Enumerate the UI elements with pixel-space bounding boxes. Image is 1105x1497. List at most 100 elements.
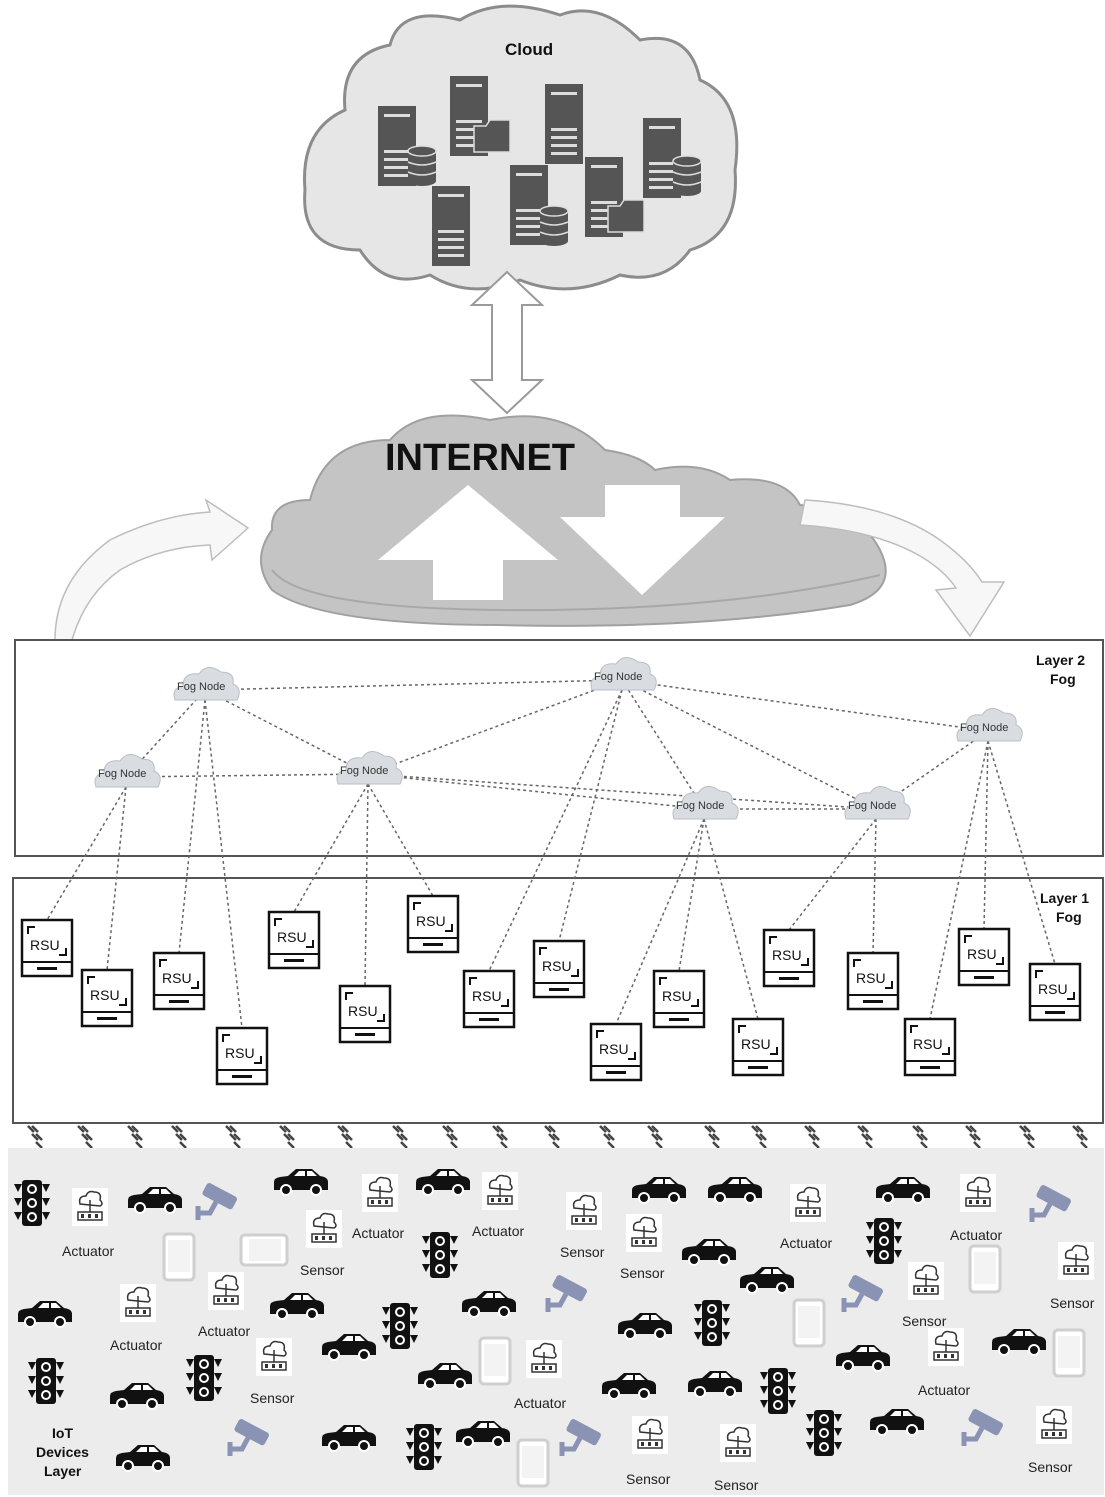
rsu-device: RSU (267, 910, 321, 970)
sensor-label: Sensor (1050, 1295, 1095, 1311)
rsu-group: RSU RSU RSU RSU RSU RSU RSU RSU RSU RSU … (20, 894, 1082, 1086)
fog-rsu-links (46, 689, 1056, 1029)
iot-layer-label-line2: Devices (36, 1444, 89, 1460)
actuator-node: Actuator (472, 1171, 524, 1239)
fog-rsu-link (293, 783, 369, 913)
fog-rsu-link (987, 740, 1056, 965)
iot-devices: Actuator Actuator Actuator Sensor Sensor… (14, 1168, 1095, 1493)
fog-node-label: Fog Node (848, 800, 896, 812)
fog-mesh-link (367, 773, 705, 810)
rsu-label: RSU (277, 929, 307, 945)
fog-node: Fog Node (590, 656, 657, 691)
iot-layer-label-line1: IoT (52, 1425, 73, 1441)
actuator-label: Actuator (198, 1323, 250, 1339)
rsu-device: RSU (462, 969, 516, 1029)
fog-rsu-link (929, 740, 989, 1020)
fog-rsu-link (983, 740, 989, 930)
rsu-label: RSU (967, 946, 997, 962)
fog-mesh-link (204, 689, 369, 775)
sensor-node: Sensor (300, 1209, 345, 1278)
actuator-node: Actuator (950, 1173, 1002, 1243)
sensor-node: Sensor (620, 1213, 665, 1281)
layer2-label-line1: Layer 2 (1036, 652, 1085, 668)
actuator-node: Actuator (198, 1271, 250, 1339)
internet-cloud: INTERNET (260, 414, 887, 627)
rsu-label: RSU (225, 1045, 255, 1061)
actuator-node: Actuator (62, 1187, 114, 1259)
fog-rsu-link (106, 786, 127, 971)
wireless-links-row (26, 1124, 1089, 1150)
rsu-device: RSU (957, 927, 1011, 987)
rsu-label: RSU (913, 1036, 943, 1052)
rsu-device: RSU (20, 918, 74, 978)
actuator-label: Actuator (62, 1243, 114, 1259)
actuator-label: Actuator (352, 1225, 404, 1241)
rsu-device: RSU (80, 968, 134, 1028)
fog-rsu-link (204, 699, 243, 1029)
rsu-label: RSU (30, 937, 60, 953)
phone-icon (968, 1244, 1002, 1294)
fog-rsu-link (872, 818, 877, 954)
actuator-node: Actuator (780, 1183, 832, 1251)
rsu-label: RSU (162, 970, 192, 986)
downlink-arrow (799, 499, 1006, 638)
rsu-label: RSU (1038, 981, 1068, 997)
rsu-device: RSU (731, 1017, 785, 1077)
fog-node-label: Fog Node (960, 722, 1008, 734)
phone-icon (516, 1438, 550, 1488)
uplink-arrow (54, 498, 250, 641)
sensor-node: Sensor (1050, 1241, 1095, 1311)
rsu-device: RSU (152, 951, 206, 1011)
fog-mesh-link (621, 679, 705, 810)
sensor-node: Sensor (626, 1415, 671, 1487)
sensor-node: Sensor (902, 1261, 947, 1329)
rsu-device: RSU (589, 1022, 643, 1082)
fog-node-label: Fog Node (594, 671, 642, 683)
rsu-label: RSU (772, 947, 802, 963)
rsu-device: RSU (846, 951, 900, 1011)
fog-rsu-link (364, 783, 369, 987)
sensor-label: Sensor (1028, 1459, 1073, 1475)
actuator-label: Actuator (110, 1337, 162, 1353)
actuator-label: Actuator (472, 1223, 524, 1239)
sensor-label: Sensor (714, 1477, 759, 1493)
sensor-node: Sensor (560, 1191, 605, 1260)
fog-mesh-link (367, 773, 877, 810)
rsu-label: RSU (542, 958, 572, 974)
fog-rsu-link (46, 786, 127, 921)
rsu-label: RSU (599, 1041, 629, 1057)
fog-node-label: Fog Node (340, 765, 388, 777)
sensor-label: Sensor (300, 1262, 345, 1278)
fog-mesh-link (875, 730, 989, 810)
rsu-label: RSU (348, 1003, 378, 1019)
iot-layer-label-line3: Layer (44, 1463, 82, 1479)
phone-icon (1052, 1328, 1086, 1378)
fog-node: Fog Node (336, 750, 403, 785)
layer2-fog-box (14, 639, 1104, 857)
rsu-device: RSU (1028, 962, 1082, 1022)
fog-rsu-link (678, 818, 705, 972)
rsu-device: RSU (532, 939, 586, 999)
fog-node: Fog Node (956, 707, 1023, 742)
fog-node: Fog Node (173, 666, 240, 701)
fog-node: Fog Node (844, 785, 911, 820)
cloud-label: Cloud (505, 40, 553, 59)
sensor-node: Sensor (250, 1337, 295, 1406)
phone-icon (792, 1298, 826, 1348)
iot-layer-label: IoT Devices Layer (36, 1425, 89, 1479)
sensor-label: Sensor (620, 1265, 665, 1281)
rsu-label: RSU (90, 987, 120, 1003)
sensor-label: Sensor (250, 1390, 295, 1406)
cloud-datacenter: Cloud (303, 4, 739, 291)
layer2-label-line2: Fog (1050, 671, 1076, 687)
layer1-label-line2: Fog (1056, 909, 1082, 925)
rsu-label: RSU (662, 988, 692, 1004)
rsu-device: RSU (762, 928, 816, 988)
fog-node-label: Fog Node (676, 800, 724, 812)
rsu-label: RSU (416, 913, 446, 929)
fog-nodes: Fog Node Fog Node Fog Node Fog Node Fog … (94, 656, 1023, 820)
actuator-node: Actuator (110, 1283, 162, 1353)
cloud-internet-arrow (469, 270, 545, 415)
fog-node: Fog Node (94, 753, 161, 788)
